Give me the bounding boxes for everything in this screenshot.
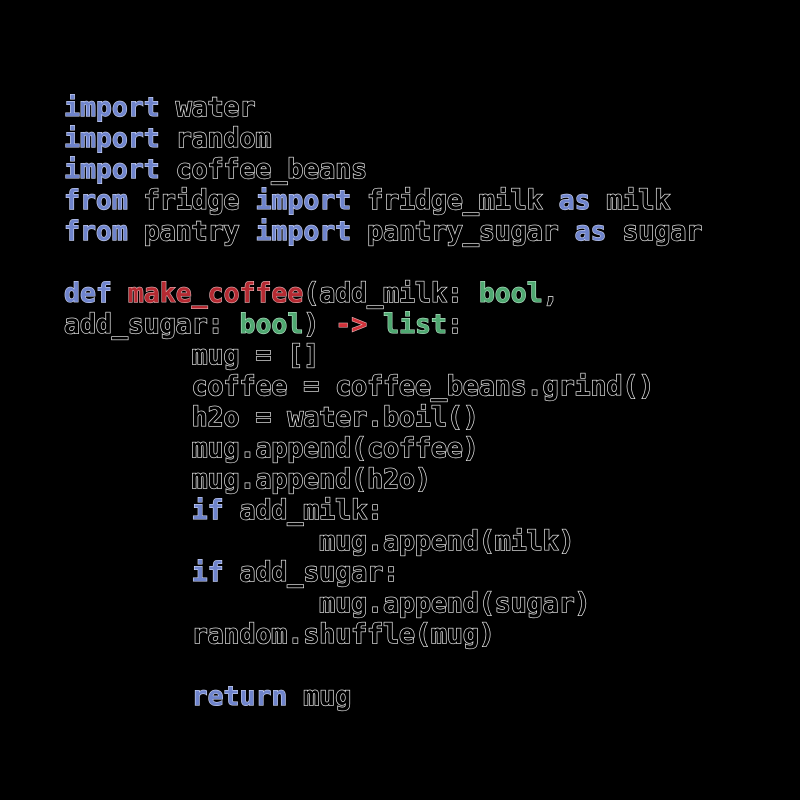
code-token: pantry (127, 215, 256, 247)
code-line: mug.append(milk) (64, 525, 702, 557)
code-token: sugar (606, 215, 703, 247)
code-token: add_sugar: (63, 308, 240, 340)
code-token: ) (303, 308, 336, 340)
keyword-token: def (64, 278, 113, 310)
keyword-token: import (255, 216, 352, 248)
code-line (64, 650, 702, 681)
code-token: h2o = water.boil() (64, 401, 480, 433)
code-token: mug.append(coffee) (64, 432, 480, 464)
code-line: return mug (64, 680, 702, 713)
keyword-token: as (558, 185, 591, 217)
type-token: bool (239, 309, 304, 341)
keyword-token: import (255, 185, 352, 217)
code-line: coffee = coffee_beans.grind() (64, 370, 702, 402)
code-line: import water (64, 91, 702, 124)
code-line: mug = [] (64, 339, 702, 371)
keyword-token: import (64, 123, 161, 155)
code-token (64, 495, 192, 526)
code-token: pantry_sugar (351, 215, 575, 247)
keyword-token: from (64, 185, 129, 217)
code-token: random.shuffle(mug) (64, 618, 495, 650)
code-token: coffee = coffee_beans.grind() (64, 370, 655, 402)
code-line: import coffee_beans (64, 153, 702, 186)
code-line: mug.append(sugar) (64, 587, 702, 619)
code-token (112, 278, 128, 309)
code-token: add_sugar: (223, 556, 400, 588)
code-line: mug.append(coffee) (64, 432, 702, 464)
code-line: import random (64, 122, 702, 155)
code-token: random (159, 122, 272, 154)
keyword-token: as (574, 216, 607, 248)
code-token (64, 557, 192, 588)
code-token: fridge (127, 184, 256, 216)
code-line (64, 247, 702, 278)
code-token: fridge_milk (351, 184, 559, 216)
code-token: coffee_beans (159, 153, 368, 185)
code-token: milk (590, 184, 671, 216)
code-token: mug.append(milk) (64, 525, 576, 557)
keyword-token: import (64, 92, 161, 124)
code-line: def make_coffee(add_milk: bool, (64, 277, 702, 310)
code-token: : (446, 308, 463, 340)
keyword-token: if (191, 495, 224, 527)
code-line: random.shuffle(mug) (64, 618, 702, 650)
code-line: add_sugar: bool) -> list: (63, 308, 702, 341)
keyword-token: import (64, 154, 161, 186)
code-token: add_milk: (223, 494, 384, 526)
code-line: if add_milk: (64, 494, 702, 527)
code-token: water (159, 91, 256, 123)
code-token: mug = [] (64, 339, 320, 371)
code-line: if add_sugar: (64, 556, 702, 589)
keyword-token: from (64, 216, 129, 248)
code-token: mug.append(sugar) (64, 587, 592, 619)
operator-token: -> (335, 309, 368, 341)
code-token: (add_milk: (303, 277, 479, 309)
code-token (64, 681, 192, 712)
code-line: from pantry import pantry_sugar as sugar (64, 215, 703, 248)
keyword-token: if (191, 557, 224, 589)
type-token: list (383, 309, 448, 341)
code-line: from fridge import fridge_milk as milk (64, 184, 702, 217)
code-token: , (542, 277, 559, 309)
code-line: h2o = water.boil() (64, 401, 702, 433)
code-token (367, 309, 383, 340)
code-line: mug.append(h2o) (64, 463, 702, 495)
code-token: mug.append(h2o) (64, 463, 432, 495)
keyword-token: return (191, 681, 288, 713)
function-name-token: make_coffee (127, 278, 304, 310)
code-token: mug (287, 680, 352, 712)
type-token: bool (478, 278, 543, 310)
